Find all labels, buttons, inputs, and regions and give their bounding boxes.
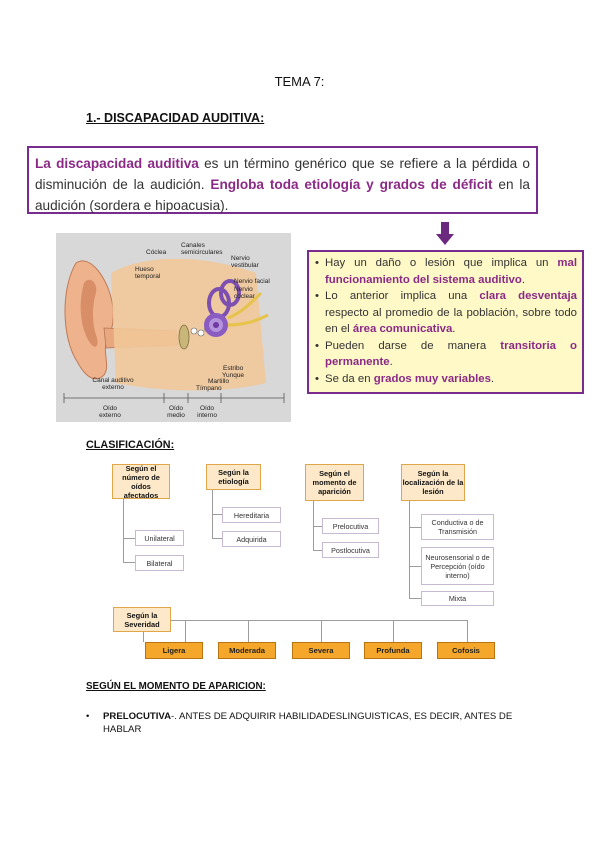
subitem-bilateral: Bilateral: [135, 555, 184, 571]
category-numero-oidos: Según el número de oídos afectados: [112, 464, 170, 500]
subitem-hereditaria: Hereditaria: [222, 507, 281, 523]
connector-line: [143, 632, 144, 642]
label-yunque: Yunque: [222, 372, 245, 379]
label-oido-externo: Oído externo: [99, 405, 121, 419]
definition-highlight-2: Engloba toda etiología y grados de défic…: [210, 177, 493, 192]
page-title: TEMA 7:: [274, 74, 325, 89]
label-canales: Canales semicirculares: [181, 242, 223, 256]
connector-line: [313, 526, 322, 527]
subitem-conductiva: Conductiva o de Transmisión: [421, 514, 494, 540]
connector-line: [409, 527, 421, 528]
severity-profunda: Profunda: [364, 642, 422, 659]
label-timpano: Tímpano: [196, 385, 222, 392]
label-hueso: Hueso temporal: [135, 266, 161, 280]
ear-anatomy-image: Cóclea Canales semicirculares Nervio ves…: [56, 233, 291, 422]
connector-line: [143, 620, 468, 621]
section-heading-clasificacion: CLASIFICACIÓN:: [86, 439, 175, 451]
key-points-box: Hay un daño o lesión que implica un mal …: [307, 250, 584, 394]
subitem-adquirida: Adquirida: [222, 531, 281, 547]
label-canal-auditivo: Canal auditivo externo: [92, 377, 134, 391]
connector-line: [409, 501, 410, 599]
definition-text-1: es un término genérico que se refiere a …: [35, 156, 530, 192]
item-text: -. ANTES DE ADQUIRIR HABILIDADESLINGUIST…: [103, 711, 513, 735]
subitem-prelocutiva: Prelocutiva: [322, 518, 379, 534]
label-coclea: Cóclea: [146, 249, 167, 256]
connector-line: [212, 514, 222, 515]
connector-line: [248, 620, 249, 642]
connector-line: [123, 562, 135, 563]
arrow-down-icon: [436, 222, 454, 245]
connector-line: [123, 499, 124, 563]
label-estribo: Estribo: [223, 365, 244, 372]
subitem-postlocutiva: Postlocutiva: [322, 542, 379, 558]
ear-illustration: [56, 233, 291, 422]
subitem-mixta: Mixta: [421, 591, 494, 606]
category-etiologia: Según la etiología: [206, 464, 261, 490]
bullet-item: Hay un daño o lesión que implica un mal …: [315, 255, 577, 288]
bullet-item: Lo anterior implica una clara desventaja…: [315, 288, 577, 338]
label-martillo: Martillo: [208, 378, 229, 385]
subitem-unilateral: Unilateral: [135, 530, 184, 546]
severity-cofosis: Cofosis: [437, 642, 495, 659]
bullet-glyph: •: [86, 711, 90, 722]
item-bold: PRELOCUTIVA: [103, 711, 172, 722]
label-nervio-vestibular: Nervio vestibular: [231, 255, 259, 269]
connector-line: [185, 620, 186, 642]
definition-box: La discapacidad auditiva es un término g…: [27, 146, 538, 214]
connector-line: [321, 620, 322, 642]
connector-line: [409, 566, 421, 567]
label-oido-medio: Oído medio: [167, 405, 185, 419]
category-momento: Según el momento de aparición: [305, 464, 364, 501]
label-oido-interno: Oído interno: [197, 405, 217, 419]
severity-moderada: Moderada: [218, 642, 276, 659]
section-heading-discapacidad: 1.- DISCAPACIDAD AUDITIVA:: [86, 111, 265, 125]
label-nervio-coclear: Nervio coclear: [234, 286, 255, 300]
definition-highlight-1: La discapacidad auditiva: [35, 156, 199, 171]
connector-line: [212, 538, 222, 539]
connector-line: [313, 550, 322, 551]
list-item-prelocutiva: • PRELOCUTIVA-. ANTES DE ADQUIRIR HABILI…: [86, 710, 516, 736]
severity-ligera: Ligera: [145, 642, 203, 659]
connector-line: [467, 620, 468, 642]
bullet-item: Se da en grados muy variables.: [315, 371, 577, 388]
connector-line: [123, 538, 135, 539]
category-severidad: Según la Severidad: [113, 607, 171, 632]
connector-line: [409, 598, 421, 599]
connector-line: [393, 620, 394, 642]
category-localizacion: Según la localización de la lesión: [401, 464, 465, 501]
section-heading-momento: SEGÚN EL MOMENTO DE APARICION:: [86, 681, 266, 692]
bullet-item: Pueden darse de manera transitoria o per…: [315, 338, 577, 371]
subitem-neurosensorial: Neurosensorial o de Percepción (oído int…: [421, 547, 494, 585]
definition-text-2: en la audición (sordera e hipoacusia).: [35, 177, 530, 213]
label-nervio-facial: Nervio facial: [234, 278, 270, 285]
severity-severa: Severa: [292, 642, 350, 659]
